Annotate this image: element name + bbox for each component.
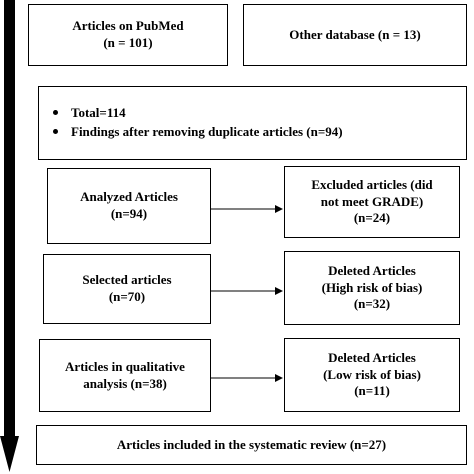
totals-box: Total=114 Findings after removing duplic…: [38, 86, 467, 160]
excluded-articles-count: (n=24): [353, 210, 391, 226]
total-count-item: Total=114: [53, 104, 343, 123]
pubmed-articles-label: Articles on PubMed: [72, 18, 184, 34]
deleted-low-risk-box: Deleted Articles (Low risk of bias) (n=1…: [284, 338, 460, 412]
deleted-high-risk-label: Deleted Articles: [328, 262, 416, 278]
selected-articles-box: Selected articles (n=70): [43, 254, 211, 324]
qualitative-analysis-count: analysis (n=38): [83, 375, 167, 391]
analyzed-articles-box: Analyzed Articles (n=94): [47, 168, 211, 244]
excluded-articles-reason: not meet GRADE): [320, 193, 424, 209]
included-articles-label: Articles included in the systematic revi…: [116, 436, 387, 452]
excluded-articles-label: Excluded articles (did: [311, 176, 433, 192]
totals-bullet-list: Total=114 Findings after removing duplic…: [39, 104, 343, 142]
arrow-selected-to-deleted-high-head: [275, 287, 283, 295]
deleted-low-risk-reason: (Low risk of bias): [323, 366, 421, 382]
pubmed-articles-count: (n = 101): [103, 35, 153, 50]
other-database-box: Other database (n = 13): [243, 4, 467, 66]
arrow-qualitative-to-deleted-low-head: [275, 374, 283, 382]
analyzed-articles-count: (n=94): [110, 206, 148, 221]
deleted-high-risk-reason: (High risk of bias): [321, 279, 423, 295]
analyzed-articles-label: Analyzed Articles: [80, 189, 178, 205]
qualitative-analysis-label: Articles in qualitative: [65, 358, 185, 374]
selected-articles-label: Selected articles: [82, 272, 172, 288]
other-database-label: Other database (n = 13): [289, 26, 421, 42]
main-flow-arrow-head: [0, 436, 19, 472]
deduplicated-count-item: Findings after removing duplicate articl…: [53, 123, 343, 142]
deleted-low-risk-count: (n=11): [354, 383, 390, 399]
selected-articles-count: (n=70): [108, 289, 146, 304]
pubmed-articles-box: Articles on PubMed (n = 101): [28, 4, 228, 66]
deleted-low-risk-label: Deleted Articles: [328, 349, 416, 365]
included-articles-box: Articles included in the systematic revi…: [36, 425, 467, 465]
arrow-analyzed-to-excluded-head: [275, 205, 283, 213]
deleted-high-risk-count: (n=32): [353, 296, 391, 312]
excluded-articles-box: Excluded articles (did not meet GRADE) (…: [284, 166, 460, 238]
qualitative-analysis-box: Articles in qualitative analysis (n=38): [39, 339, 211, 412]
deleted-high-risk-box: Deleted Articles (High risk of bias) (n=…: [284, 251, 460, 325]
main-flow-arrow-shaft: [4, 0, 15, 438]
